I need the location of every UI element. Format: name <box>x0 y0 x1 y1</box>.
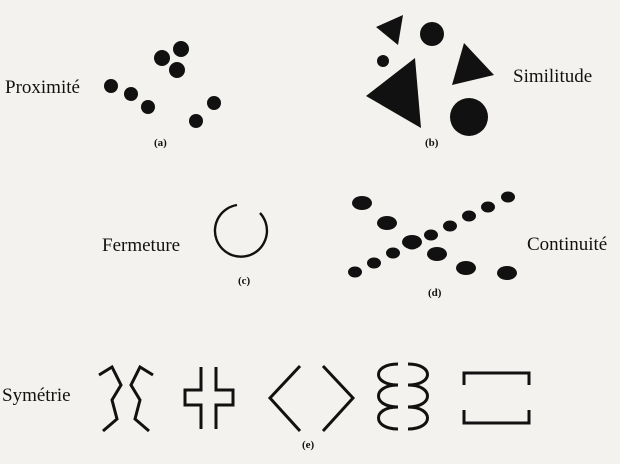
continuity-dot <box>386 247 400 259</box>
wave-right-half <box>407 362 429 431</box>
diamond-right-half <box>321 364 356 433</box>
continuity-dot <box>402 235 422 249</box>
label-similitude: Similitude <box>513 66 592 87</box>
continuity-dot <box>497 266 517 280</box>
small-circle-shape <box>377 55 389 67</box>
symmetric-wave-shape <box>377 362 429 431</box>
symmetric-diamond-shape <box>267 364 356 433</box>
symmetric-bracket-shape <box>98 364 154 433</box>
label-symetrie: Symétrie <box>2 385 71 406</box>
closure-panel: Fermeture (c) <box>102 203 269 287</box>
bracket-right-half <box>129 364 154 433</box>
continuity-panel: Continuité (d) <box>348 191 607 299</box>
continuity-dot <box>456 261 476 275</box>
continuity-dot <box>424 229 438 241</box>
proximity-dot <box>173 41 189 57</box>
proximity-dot-cluster <box>104 41 221 128</box>
proximity-dot <box>169 62 185 78</box>
proximity-dot <box>189 114 203 128</box>
caption-c: (c) <box>238 275 251 287</box>
proximity-panel: Proximité (a) <box>5 41 221 149</box>
proximity-dot <box>124 87 138 101</box>
continuity-dot <box>352 196 372 210</box>
large-circle-shape <box>450 98 488 136</box>
caption-e: (e) <box>302 439 315 451</box>
continuity-dot <box>367 257 381 269</box>
continuity-dot <box>427 247 447 261</box>
rectangle-top-half <box>462 371 531 385</box>
symmetry-panel: Symétrie (e) <box>2 362 531 451</box>
continuity-dot <box>443 220 457 232</box>
medium-triangle-shape <box>452 43 494 85</box>
diamond-left-half <box>267 364 302 433</box>
proximity-dot <box>104 79 118 93</box>
descending-dot-line <box>352 196 517 280</box>
cross-left-half <box>183 367 203 429</box>
caption-b: (b) <box>425 137 439 149</box>
continuity-dot <box>462 210 476 222</box>
label-continuite: Continuité <box>527 234 607 255</box>
similarity-panel: Similitude (b) <box>366 15 592 149</box>
continuity-dot <box>481 201 495 213</box>
continuity-dot <box>501 191 515 203</box>
wave-left-half <box>377 362 399 431</box>
proximity-dot <box>141 100 155 114</box>
filled-circle-shape <box>420 22 444 46</box>
ascending-dot-line <box>348 191 515 278</box>
proximity-dot <box>207 96 221 110</box>
large-triangle-shape <box>366 58 421 128</box>
small-triangle-shape <box>376 15 403 45</box>
caption-a: (a) <box>154 137 167 149</box>
open-circle-shape <box>213 203 269 258</box>
proximity-dot <box>154 50 170 66</box>
symmetric-cross-shape <box>183 367 235 429</box>
label-proximite: Proximité <box>5 77 80 98</box>
bracket-left-half <box>98 364 123 433</box>
label-fermeture: Fermeture <box>102 235 180 256</box>
caption-d: (d) <box>428 287 442 299</box>
symmetric-rectangle-shape <box>462 371 531 425</box>
rectangle-bottom-half <box>462 410 531 425</box>
continuity-dot <box>348 266 362 278</box>
cross-right-half <box>214 367 235 429</box>
continuity-dot <box>377 216 397 230</box>
